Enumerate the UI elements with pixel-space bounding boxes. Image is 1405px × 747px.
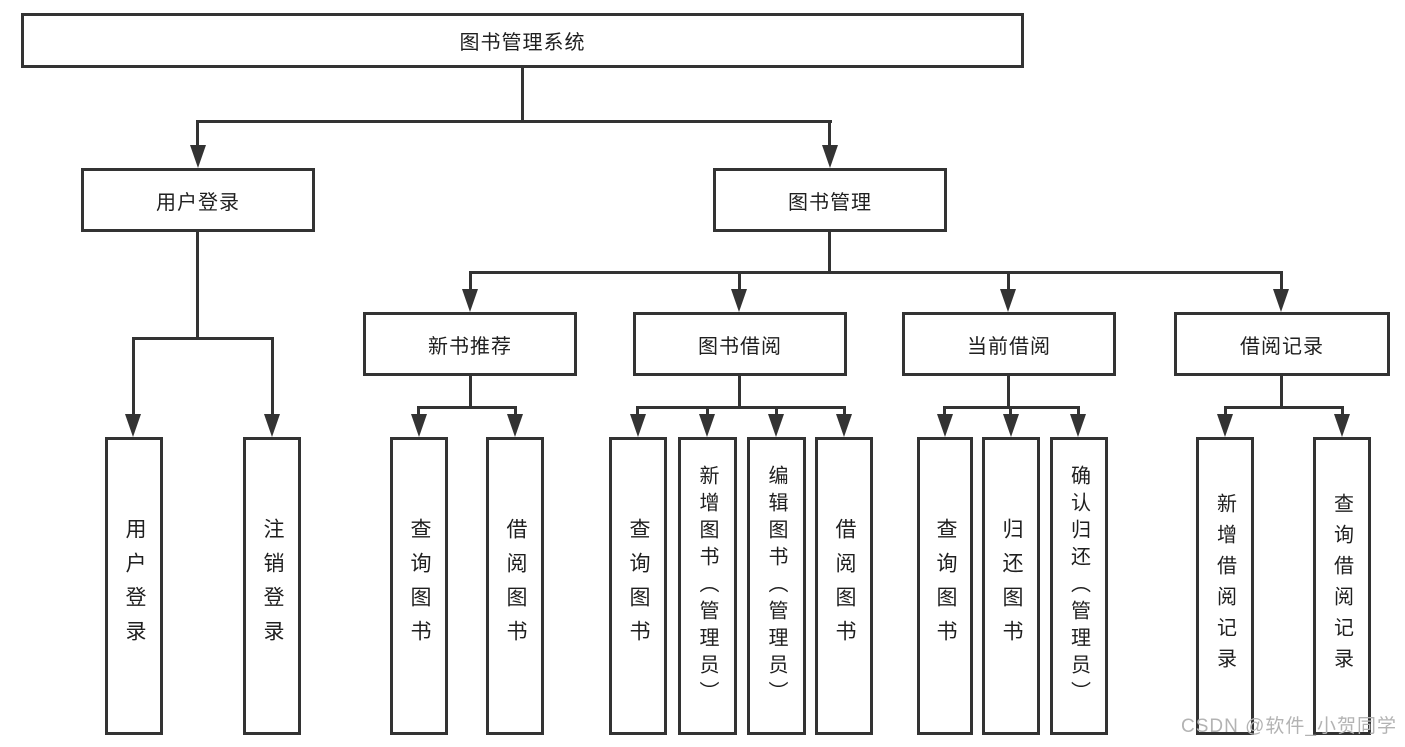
arrowhead-down-icon (699, 414, 715, 437)
leaf-add-books-admin: 新增图书（管理员） (678, 437, 737, 735)
arrowhead-down-icon (1334, 414, 1350, 437)
connector-vline (706, 406, 709, 416)
connector-vline (1007, 271, 1010, 291)
connector-vline (1280, 271, 1283, 291)
connector-vline (1007, 376, 1010, 409)
connector-hline (196, 120, 832, 123)
connector-vline (636, 406, 639, 416)
leaf-label: 编辑图书（管理员） (765, 464, 787, 708)
leaf-label: 查询借阅记录 (1330, 493, 1353, 679)
arrowhead-down-icon (462, 289, 478, 312)
arrowhead-down-icon (1003, 414, 1019, 437)
connector-hline (636, 406, 846, 409)
connector-vline (1341, 406, 1344, 416)
arrowhead-down-icon (507, 414, 523, 437)
leaf-label: 用户登录 (123, 518, 146, 654)
connector-hline (417, 406, 517, 409)
leaf-query-borrow-record: 查询借阅记录 (1313, 437, 1371, 735)
leaf-query-books-borrow: 查询图书 (609, 437, 667, 735)
connector-vline (943, 406, 946, 416)
arrowhead-down-icon (1273, 289, 1289, 312)
leaf-borrow-books-recommend: 借阅图书 (486, 437, 544, 735)
node-label: 借阅记录 (1240, 335, 1324, 358)
connector-vline (738, 271, 741, 291)
leaf-label: 查询图书 (627, 518, 650, 654)
arrowhead-down-icon (768, 414, 784, 437)
arrowhead-down-icon (264, 414, 280, 437)
connector-vline (469, 271, 472, 291)
connector-hline (132, 337, 274, 340)
arrowhead-down-icon (1217, 414, 1233, 437)
node-borrow-records: 借阅记录 (1174, 312, 1390, 376)
leaf-label: 注销登录 (261, 518, 284, 654)
node-new-book-recommend: 新书推荐 (363, 312, 577, 376)
node-label: 新书推荐 (428, 335, 512, 358)
leaf-label: 归还图书 (1000, 518, 1023, 654)
node-user-login: 用户登录 (81, 168, 315, 232)
connector-vline (843, 406, 846, 416)
node-label: 当前借阅 (967, 335, 1051, 358)
connector-vline (738, 376, 741, 409)
connector-vline (514, 406, 517, 416)
leaf-label: 借阅图书 (833, 518, 856, 654)
connector-vline (132, 337, 135, 415)
connector-vline (1077, 406, 1080, 416)
connector-vline (1224, 406, 1227, 416)
leaf-user-login: 用户登录 (105, 437, 163, 735)
node-root-library-system: 图书管理系统 (21, 13, 1024, 68)
leaf-query-books-current: 查询图书 (917, 437, 973, 735)
node-label: 图书借阅 (698, 335, 782, 358)
arrowhead-down-icon (1070, 414, 1086, 437)
node-current-borrow: 当前借阅 (902, 312, 1116, 376)
arrowhead-down-icon (822, 145, 838, 168)
connector-vline (1009, 406, 1012, 416)
arrowhead-down-icon (411, 414, 427, 437)
leaf-label: 查询图书 (408, 518, 431, 654)
connector-vline (1280, 376, 1283, 409)
leaf-label: 确认归还（管理员） (1067, 464, 1090, 708)
connector-vline (775, 406, 778, 416)
leaf-label: 查询图书 (934, 518, 957, 654)
leaf-add-borrow-record: 新增借阅记录 (1196, 437, 1254, 735)
arrowhead-down-icon (190, 145, 206, 168)
node-label: 图书管理系统 (459, 32, 586, 54)
leaf-edit-books-admin: 编辑图书（管理员） (747, 437, 806, 735)
arrowhead-down-icon (731, 289, 747, 312)
arrowhead-down-icon (836, 414, 852, 437)
connector-hline (469, 271, 1283, 274)
node-book-borrow: 图书借阅 (633, 312, 847, 376)
leaf-return-books: 归还图书 (982, 437, 1040, 735)
arrowhead-down-icon (125, 414, 141, 437)
connector-hline (1224, 406, 1343, 409)
node-label: 用户登录 (156, 191, 240, 214)
connector-vline (828, 232, 831, 273)
connector-vline (828, 120, 831, 148)
leaf-label: 借阅图书 (504, 518, 527, 654)
connector-vline (196, 232, 199, 339)
arrowhead-down-icon (630, 414, 646, 437)
csdn-watermark: CSDN @软件_小贺同学 (1181, 716, 1397, 737)
connector-vline (521, 68, 524, 120)
node-label: 图书管理 (788, 191, 872, 214)
leaf-confirm-return-admin: 确认归还（管理员） (1050, 437, 1108, 735)
arrowhead-down-icon (1000, 289, 1016, 312)
leaf-label: 新增借阅记录 (1213, 493, 1236, 679)
connector-vline (196, 120, 199, 148)
connector-vline (469, 376, 472, 409)
leaf-borrow-books: 借阅图书 (815, 437, 873, 735)
arrowhead-down-icon (937, 414, 953, 437)
node-book-management: 图书管理 (713, 168, 947, 232)
leaf-logout: 注销登录 (243, 437, 301, 735)
connector-vline (417, 406, 420, 416)
leaf-query-books-recommend: 查询图书 (390, 437, 448, 735)
connector-vline (271, 337, 274, 415)
leaf-label: 新增图书（管理员） (696, 464, 718, 708)
